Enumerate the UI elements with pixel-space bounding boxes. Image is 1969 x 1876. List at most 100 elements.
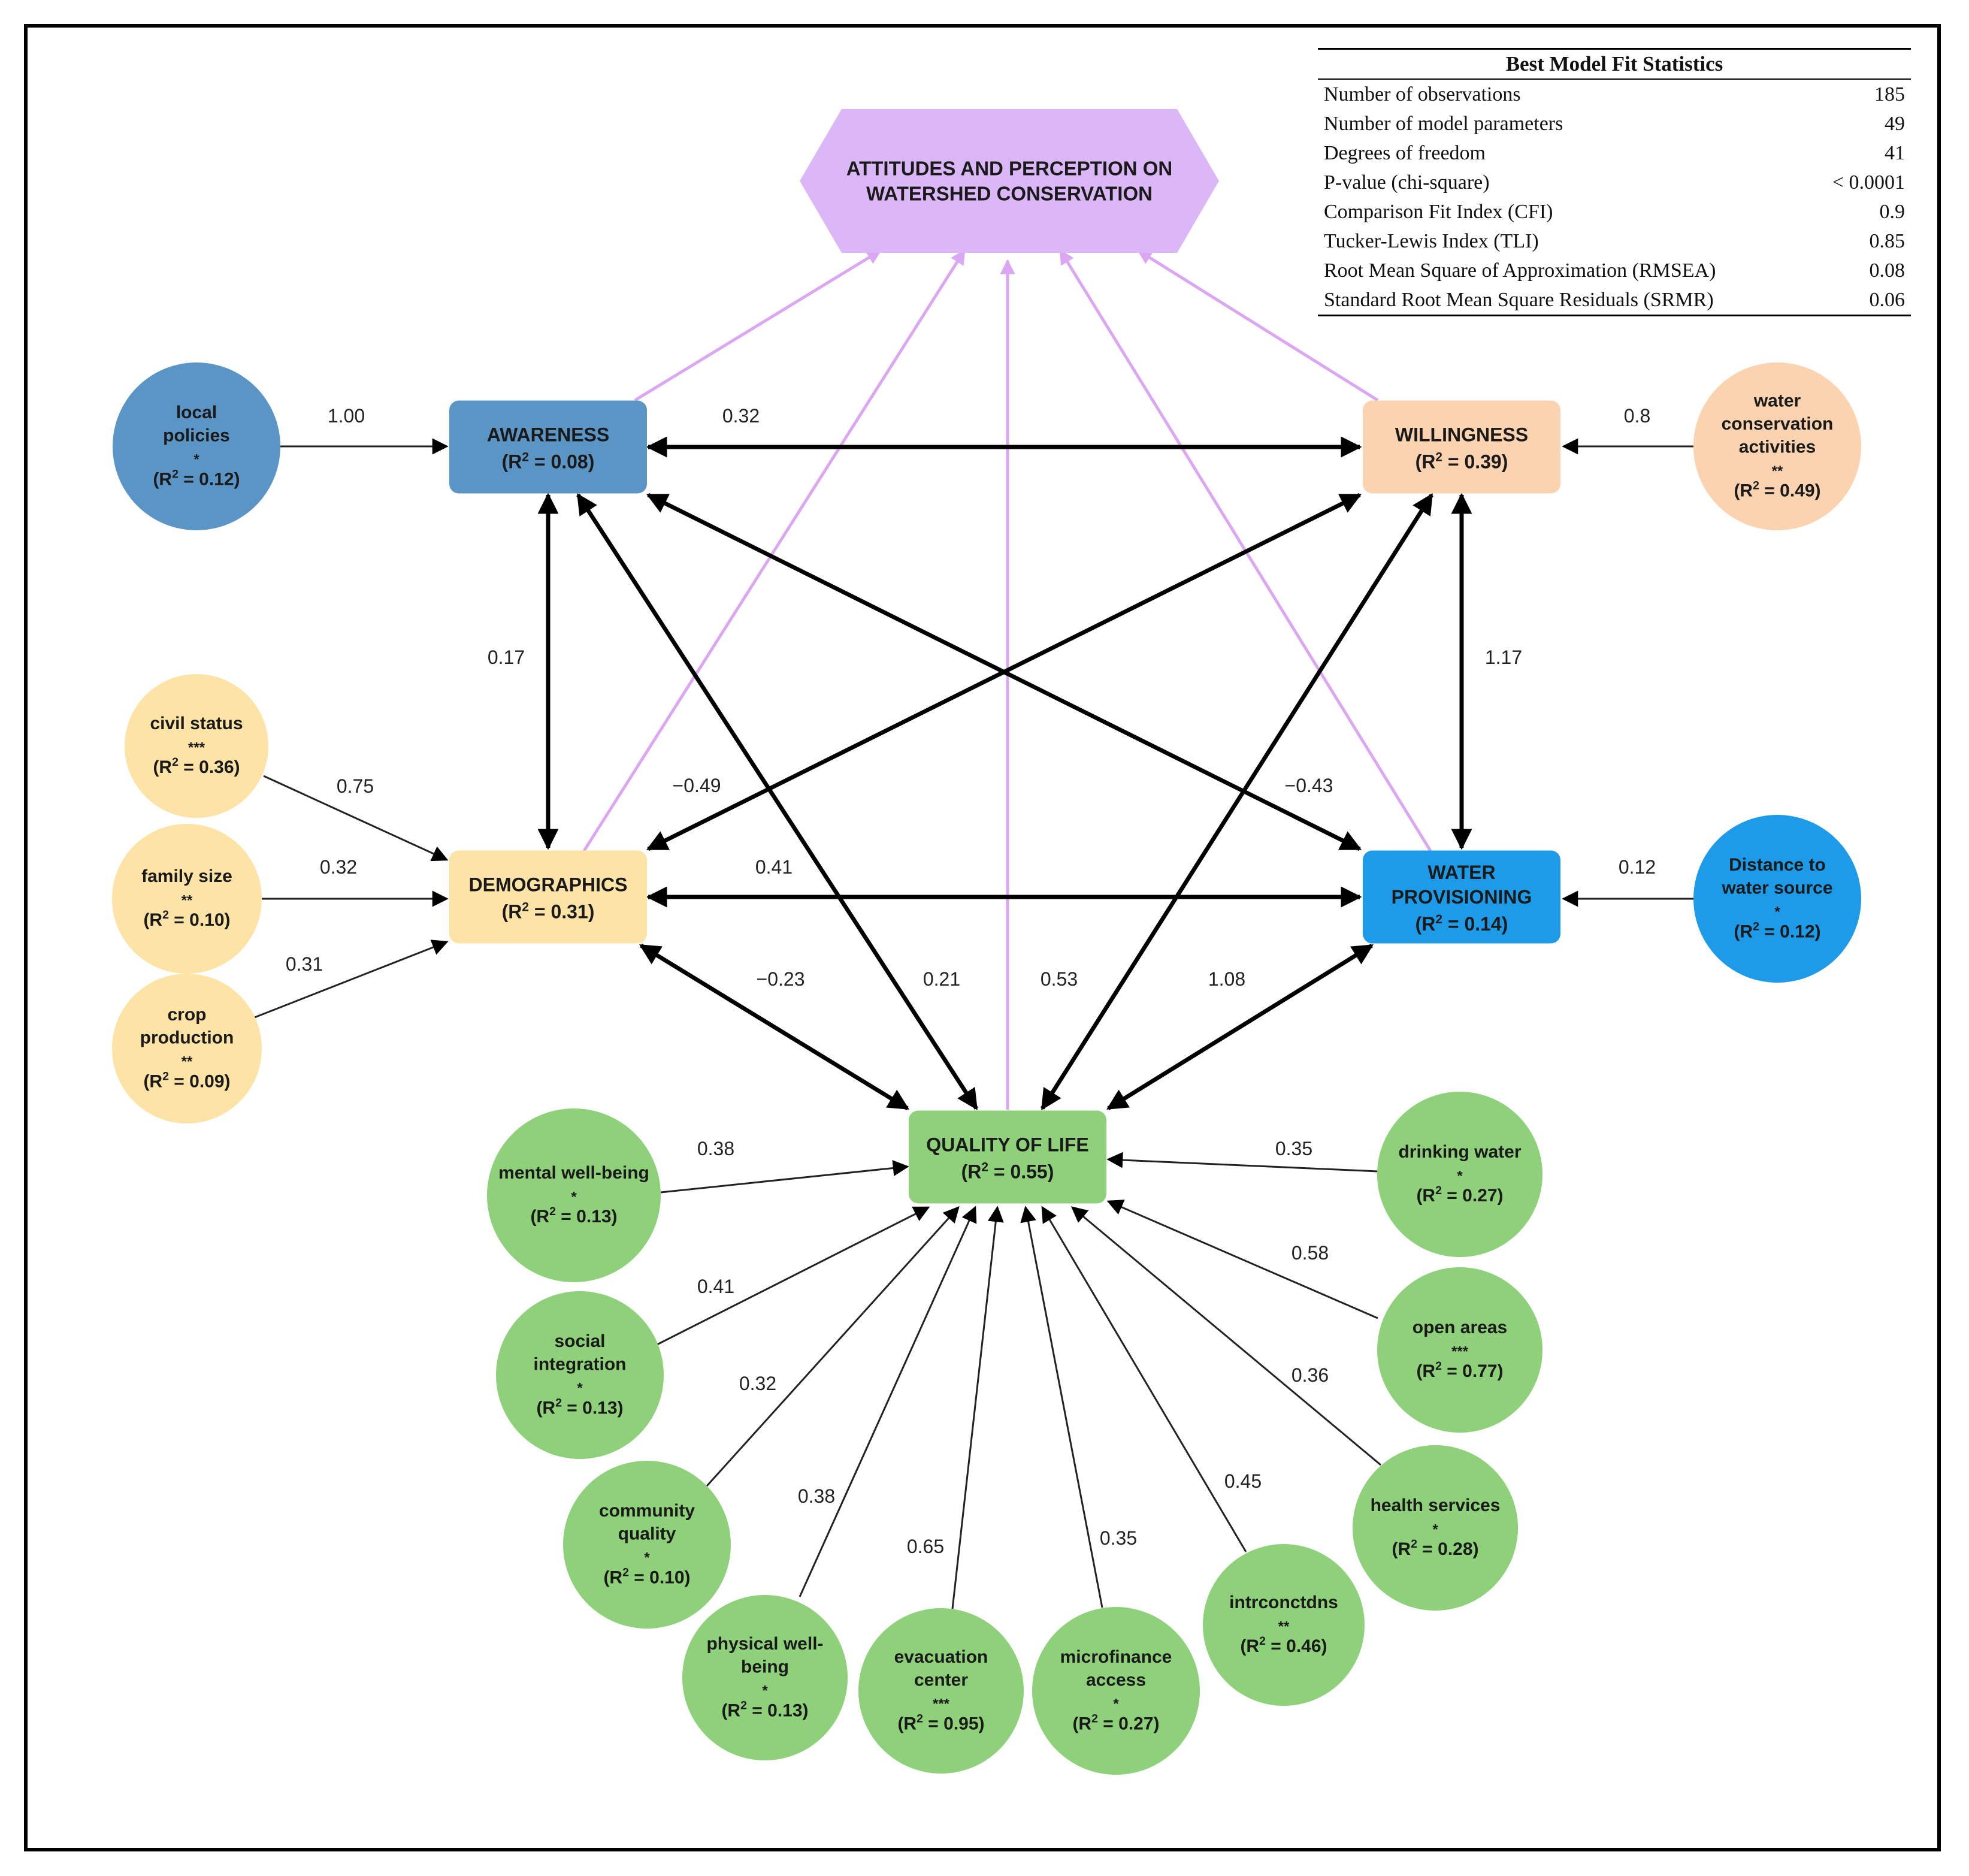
node-civil-status: civil status ***(R2 = 0.36) bbox=[125, 674, 268, 818]
node-r-squared: (R2 = 0.14) bbox=[1415, 913, 1508, 935]
node-label-line: civil status bbox=[150, 714, 243, 733]
node-label-line: health services bbox=[1371, 1496, 1501, 1515]
node-r-squared: (R2 = 0.95) bbox=[897, 1712, 984, 1733]
edge-coefficient-label: 0.36 bbox=[1292, 1364, 1329, 1386]
node-label-line: policies bbox=[163, 425, 230, 445]
node-open-areas: open areas ***(R2 = 0.77) bbox=[1377, 1267, 1542, 1433]
node-label-line: * bbox=[577, 1380, 583, 1397]
node-label-line: WATER bbox=[1427, 862, 1495, 883]
model-fit-label: Number of model parameters bbox=[1324, 113, 1563, 135]
node-label-line: drinking water bbox=[1398, 1142, 1521, 1162]
edge-coefficient-label: −0.23 bbox=[757, 968, 805, 990]
edge-civil-status-to-demographics bbox=[263, 775, 449, 862]
model-fit-row: Comparison Fit Index (CFI)0.9 bbox=[1318, 197, 1911, 226]
edge-coefficient-label: 0.38 bbox=[798, 1485, 835, 1507]
edge-coefficient-label: 1.17 bbox=[1485, 647, 1522, 668]
node-willingness: WILLINGNESS (R2 = 0.39) bbox=[1363, 400, 1560, 494]
edge-social-integration-to-quality-of-life bbox=[655, 1206, 930, 1346]
node-label-line: microfinance bbox=[1060, 1647, 1172, 1667]
node-label-line: social bbox=[554, 1331, 605, 1351]
model-fit-label: P-value (chi-square) bbox=[1324, 171, 1490, 194]
edge-coefficient-label: −0.43 bbox=[1285, 775, 1333, 796]
edge-water-provisioning-to-quality-of-life bbox=[1106, 944, 1374, 1110]
model-fit-table: Best Model Fit Statistics Number of obse… bbox=[1318, 48, 1911, 316]
node-label-line: *** bbox=[933, 1696, 950, 1712]
node-label-line: * bbox=[1113, 1696, 1119, 1712]
edge-coefficient-label: 0.12 bbox=[1619, 856, 1656, 878]
node-label-line: family size bbox=[141, 866, 232, 886]
model-fit-value: 49 bbox=[1885, 113, 1905, 135]
node-demographics: DEMOGRAPHICS(R2 = 0.31) bbox=[449, 850, 647, 944]
node-label-line: *** bbox=[188, 740, 205, 756]
edge-community-quality-to-quality-of-life bbox=[706, 1206, 960, 1487]
edge-coefficient-label: 0.32 bbox=[739, 1373, 776, 1394]
node-r-squared: (R2 = 0.13) bbox=[530, 1205, 617, 1227]
node-label-line: evacuation bbox=[894, 1647, 988, 1667]
node-label-line: * bbox=[1457, 1168, 1463, 1185]
node-r-squared: (R2 = 0.36) bbox=[153, 756, 240, 777]
node-label-line: integration bbox=[534, 1354, 627, 1374]
node-r-squared: (R2 = 0.27) bbox=[1072, 1712, 1159, 1733]
model-fit-value: < 0.0001 bbox=[1832, 171, 1905, 194]
model-fit-row: Number of observations 185 bbox=[1318, 80, 1911, 109]
model-fit-value: 185 bbox=[1874, 83, 1905, 105]
edge-coefficient-label: 1.08 bbox=[1208, 968, 1245, 990]
model-fit-value: 0.9 bbox=[1879, 201, 1906, 223]
node-family-size: family size**(R2 = 0.10) bbox=[112, 824, 262, 974]
edge-coefficient-label: 0.21 bbox=[923, 968, 960, 990]
node-awareness: AWARENESS(R2 = 0.08) bbox=[449, 400, 647, 494]
node-quality-of-life: QUALITY OF LIFE(R2 = 0.55) bbox=[909, 1110, 1106, 1204]
node-label-line: * bbox=[193, 452, 199, 468]
model-fit-label: Tucker-Lewis Index (TLI) bbox=[1324, 230, 1539, 252]
edge-willingness-to-quality-of-life bbox=[1041, 493, 1433, 1110]
node-label-line: activities bbox=[1739, 437, 1816, 457]
edge-coefficient-label: 0.32 bbox=[722, 405, 760, 427]
node-r-squared: (R2 = 0.39) bbox=[1415, 451, 1508, 473]
figure-frame bbox=[24, 24, 1941, 1851]
edge-willingness-to-attitudes bbox=[1136, 249, 1379, 402]
node-label-line: WILLINGNESS bbox=[1395, 424, 1528, 446]
edge-coefficient-label: 0.32 bbox=[320, 856, 357, 878]
edge-coefficient-label: 0.75 bbox=[337, 775, 374, 797]
edge-coefficient-label: −0.49 bbox=[673, 775, 721, 796]
node-label-line: water bbox=[1753, 391, 1801, 411]
node-label-line: water source bbox=[1721, 878, 1832, 898]
edge-microfinance-access-to-quality-of-life bbox=[1020, 1206, 1103, 1608]
edge-coefficient-label: 0.65 bbox=[907, 1536, 944, 1557]
node-label-line: WATERSHED CONSERVATION bbox=[866, 183, 1153, 205]
edge-intrconctdns-to-quality-of-life bbox=[1041, 1206, 1247, 1552]
edge-coefficient-label: 0.17 bbox=[488, 647, 525, 668]
edge-coefficient-label: 0.31 bbox=[286, 953, 323, 975]
node-r-squared: (R2 = 0.49) bbox=[1734, 479, 1820, 501]
node-label-line: open areas bbox=[1413, 1318, 1507, 1337]
node-label-line: *** bbox=[1451, 1344, 1469, 1360]
node-label-line: community bbox=[599, 1501, 695, 1521]
node-r-squared: (R2 = 0.13) bbox=[721, 1699, 808, 1720]
node-label-line: production bbox=[140, 1028, 234, 1047]
model-fit-label: Number of observations bbox=[1324, 83, 1521, 105]
edge-coefficient-label: 0.53 bbox=[1041, 968, 1078, 990]
node-label-line: being bbox=[741, 1657, 789, 1676]
model-fit-row: Root Mean Square of Approximation (RMSEA… bbox=[1318, 256, 1911, 285]
node-label-line: mental well-being bbox=[498, 1163, 649, 1183]
node-label-line: * bbox=[762, 1683, 768, 1699]
edge-coefficient-label: 0.45 bbox=[1224, 1470, 1262, 1492]
node-r-squared: (R2 = 0.77) bbox=[1416, 1360, 1503, 1381]
edge-mental-well-being-to-quality-of-life bbox=[660, 1160, 909, 1194]
edge-coefficient-label: 0.58 bbox=[1292, 1242, 1329, 1264]
edge-health-services-to-quality-of-life bbox=[1070, 1206, 1381, 1466]
model-fit-row: Standard Root Mean Square Residuals (SRM… bbox=[1318, 285, 1911, 315]
node-label-line: intrconctdns bbox=[1229, 1593, 1338, 1612]
node-r-squared: (R2 = 0.28) bbox=[1392, 1537, 1478, 1559]
